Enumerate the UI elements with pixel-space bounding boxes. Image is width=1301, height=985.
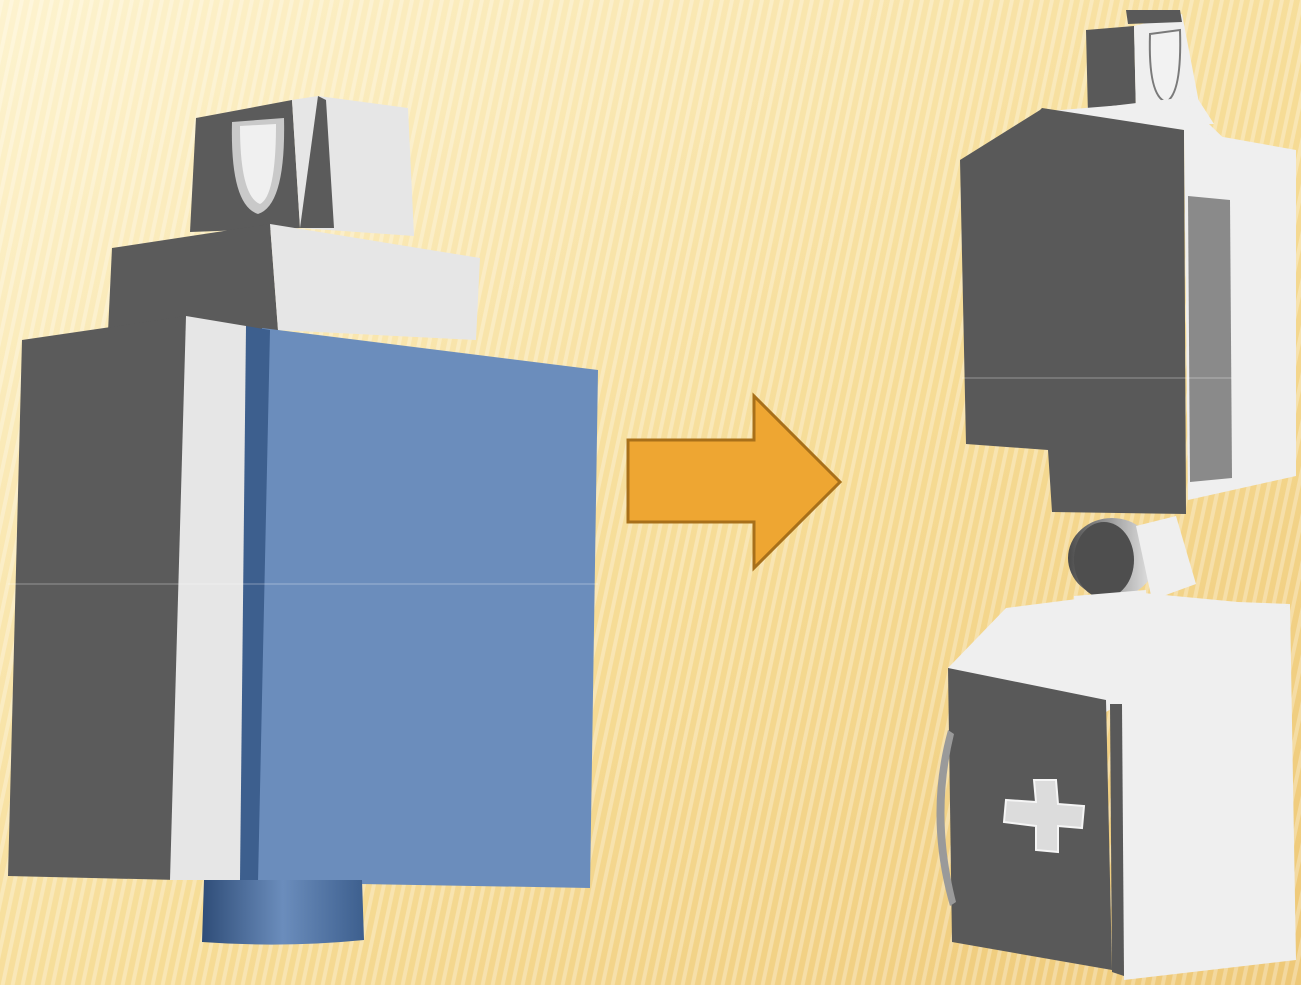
top-small-clip-dark [1086, 26, 1136, 116]
bottom-cylinder [202, 880, 364, 945]
body-dark-face [8, 316, 186, 880]
body-blue-face [248, 328, 598, 888]
